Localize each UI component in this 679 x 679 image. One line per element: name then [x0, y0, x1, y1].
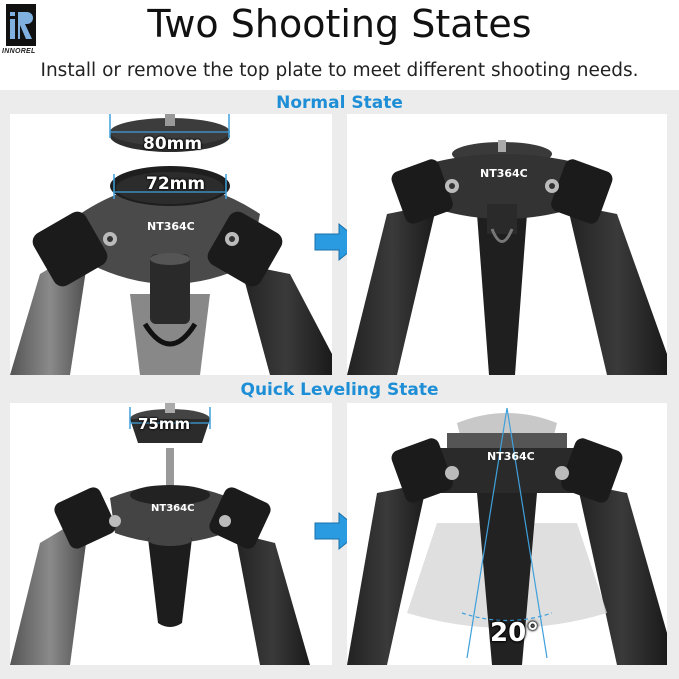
- page-title: Two Shooting States: [147, 2, 532, 46]
- innorel-logo-icon: [10, 12, 33, 39]
- normal-state-after-panel: NT364C: [347, 114, 667, 375]
- model-label: NT364C: [151, 503, 195, 514]
- brand-name: INNOREL: [2, 48, 36, 55]
- plate-dimension-label: 80mm: [143, 134, 203, 154]
- bowl-dimension-label: 72mm: [146, 174, 206, 194]
- bowl-plate-dimension-label: 75mm: [138, 415, 191, 433]
- section-label-normal: Normal State: [276, 93, 403, 113]
- quick-leveling-after-panel: NT364C 20°: [347, 403, 667, 665]
- tripod-apex-with-plate-image: [10, 114, 332, 375]
- model-label: NT364C: [147, 220, 195, 233]
- model-label: NT364C: [480, 167, 528, 180]
- section-label-quick-leveling: Quick Leveling State: [240, 380, 439, 400]
- tripod-normal-state-image: [347, 140, 667, 375]
- tripod-with-leveling-bowl-image: [10, 403, 310, 665]
- normal-state-before-panel: 80mm 72mm NT364C: [10, 114, 332, 375]
- model-label: NT364C: [487, 450, 535, 463]
- page-subtitle: Install or remove the top plate to meet …: [40, 60, 639, 81]
- tripod-tilt-leveling-image: [347, 407, 667, 665]
- quick-leveling-before-panel: 75mm NT364C: [10, 403, 332, 665]
- brand-logo: [6, 4, 36, 46]
- tilt-angle-label: 20°: [490, 618, 540, 648]
